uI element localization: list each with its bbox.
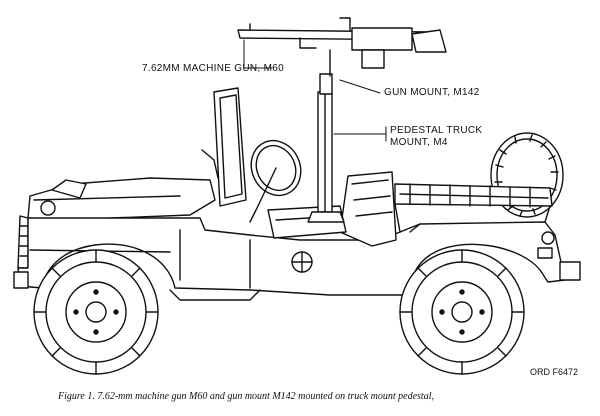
rear-wheel bbox=[399, 249, 525, 375]
drawing-code: ORD F6472 bbox=[530, 367, 579, 377]
chassis-detail bbox=[169, 251, 313, 301]
pedestal-label-line-1: PEDESTAL TRUCK bbox=[390, 125, 483, 136]
pedestal-mount-label: PEDESTAL TRUCK MOUNT, M4 bbox=[390, 125, 482, 149]
machine-gun bbox=[237, 17, 447, 77]
windshield bbox=[201, 87, 247, 207]
pedestal-mount bbox=[307, 73, 345, 223]
vehicle-body bbox=[13, 177, 581, 296]
pedestal-label-line-2: MOUNT, M4 bbox=[390, 137, 448, 148]
gun-mount-label: GUN MOUNT, M142 bbox=[384, 87, 480, 98]
front-wheel bbox=[33, 249, 159, 375]
machine-gun-label: 7.62MM MACHINE GUN, M60 bbox=[142, 63, 284, 74]
steering-wheel bbox=[249, 139, 302, 223]
figure-caption: Figure 1. 7.62-mm machine gun M60 and gu… bbox=[58, 391, 434, 402]
leader-lines bbox=[243, 39, 387, 142]
